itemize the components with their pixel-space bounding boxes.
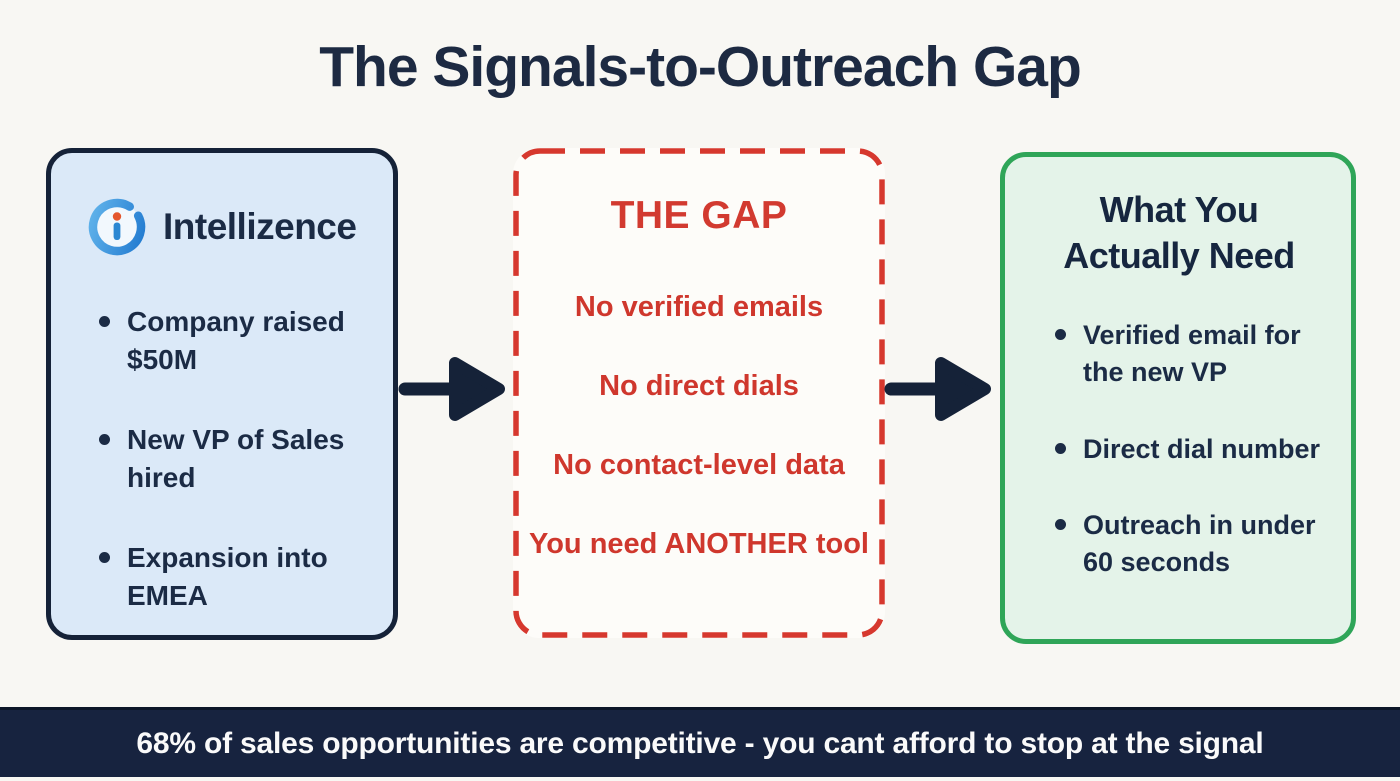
gap-heading: THE GAP [610,194,788,237]
need-list: Verified email for the new VP Direct dia… [1031,317,1327,581]
gap-list: No verified emails No direct dials No co… [527,291,871,561]
page-title: The Signals-to-Outreach Gap [319,35,1082,99]
signals-panel: Intellizence Company raised $50M New VP … [46,148,398,640]
list-item: No verified emails [574,291,824,323]
list-item: Direct dial number [1051,431,1327,468]
brand-row: Intellizence [85,195,365,259]
brand-name: Intellizence [163,206,357,247]
right-arrow-icon [398,357,505,421]
list-item: New VP of Sales hired [95,421,365,497]
footer-banner: 68% of sales opportunities are competiti… [0,707,1400,777]
list-item: No direct dials [599,369,799,402]
list-item: No contact-level data [553,448,845,481]
signals-list: Company raised $50M New VP of Sales hire… [81,303,365,615]
list-item: Outreach in under 60 seconds [1051,507,1327,580]
need-panel: What You Actually Need Verified email fo… [1000,152,1356,644]
footer-text: 68% of sales opportunities are competiti… [136,726,1264,760]
list-item: Company raised $50M [95,303,365,379]
list-item: You need ANOTHER tool [529,527,869,560]
gap-panel: THE GAP No verified emails No direct dia… [513,148,885,638]
list-item: Verified email for the new VP [1051,317,1327,390]
intellizence-logo-icon [88,198,146,256]
need-heading: What You Actually Need [1063,189,1295,277]
right-arrow-icon [884,357,991,421]
list-item: Expansion into EMEA [95,539,365,615]
